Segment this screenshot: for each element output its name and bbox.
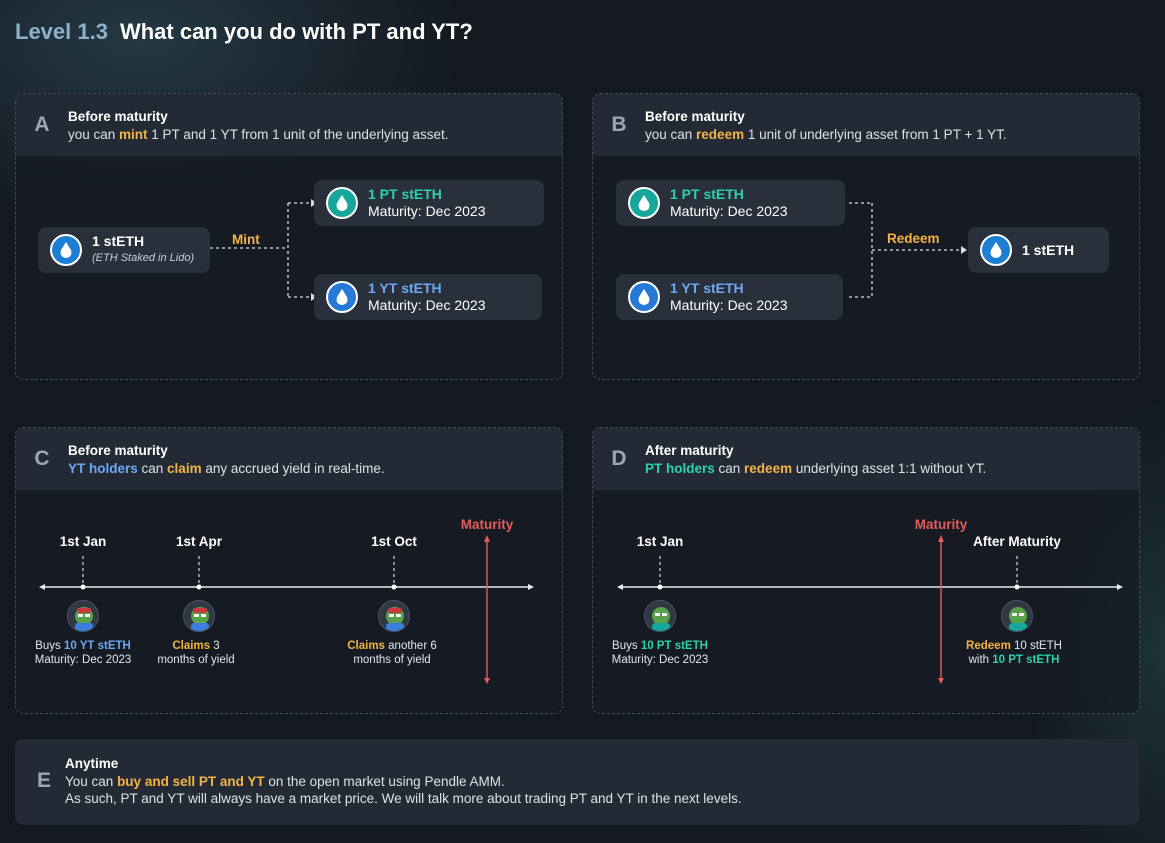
event-caption: Claims another 6 months of yield [347,640,437,666]
panel-description: You can buy and sell PT and YT on the op… [65,773,505,789]
panel-title: Before maturity [68,108,168,124]
redeem-label: Redeem [887,231,940,246]
panel-b-header: B Before maturity you can redeem 1 unit … [593,94,1139,156]
timeline-date: 1st Apr [175,534,223,549]
panel-b: B Before maturity you can redeem 1 unit … [592,93,1140,380]
pepe-avatar-icon [378,600,410,632]
steth-drop-icon [980,234,1012,266]
steth-drop-icon [50,234,82,266]
pt-steth-icon [628,187,660,219]
pepe-avatar-icon [644,600,676,632]
panel-a-header: A Before maturity you can mint 1 PT and … [16,94,562,156]
panel-letter: C [34,447,50,470]
pt-steth-icon [326,187,358,219]
panel-title: After maturity [645,442,734,458]
timeline-date: 1st Jan [59,534,107,549]
redeem-arrows [849,202,967,298]
event-caption: Buys 10 PT stETH Maturity: Dec 2023 [611,640,709,666]
panel-letter: D [611,447,627,470]
event-caption: Buys 10 YT stETH Maturity: Dec 2023 [34,640,132,666]
panel-description: you can redeem 1 unit of underlying asse… [645,126,1007,142]
event-caption: Redeem 10 stETH with 10 PT stETH [966,640,1062,666]
level-label: Level 1.3 [15,19,108,44]
panel-a: A Before maturity you can mint 1 PT and … [15,93,563,380]
timeline-date: After Maturity [973,534,1061,549]
timeline-date: 1st Jan [636,534,684,549]
title-text: What can you do with PT and YT? [119,19,473,44]
panel-title: Anytime [65,756,119,771]
panel-c-header: C Before maturity YT holders can claim a… [16,428,562,490]
panel-letter: A [34,113,50,136]
maturity-label: Maturity [460,517,514,532]
panel-description: YT holders can claim any accrued yield i… [68,460,385,476]
yt-steth-icon [326,281,358,313]
panel-description: you can mint 1 PT and 1 YT from 1 unit o… [68,126,449,142]
panel-description: PT holders can redeem underlying asset 1… [645,460,987,476]
pepe-avatar-icon [67,600,99,632]
event-caption: Claims 3 months of yield [157,640,235,666]
mint-label: Mint [232,232,260,247]
yt-steth-icon [628,281,660,313]
panel-e: E Anytime You can buy and sell PT and YT… [15,739,1139,825]
panel-note: As such, PT and YT will always have a ma… [65,791,742,806]
page-title: Level 1.3 What can you do with PT and YT… [15,19,473,45]
pepe-avatar-icon [183,600,215,632]
source-steth-node: 1 stETH(ETH Staked in Lido) [38,227,210,273]
panel-d-header: D After maturity PT holders can redeem u… [593,428,1139,490]
timeline-c [39,535,534,684]
panel-title: Before maturity [68,442,168,458]
panel-letter: E [37,769,52,792]
panel-title: Before maturity [645,108,745,124]
result-steth-node: 1 stETH [968,227,1109,273]
panel-d: D After maturity PT holders can redeem u… [592,427,1140,714]
maturity-label: Maturity [914,517,968,532]
timeline-d [617,535,1123,684]
panel-letter: B [611,113,627,136]
pepe-avatar-icon [1001,600,1033,632]
panel-c: C Before maturity YT holders can claim a… [15,427,563,714]
timeline-date: 1st Oct [371,534,417,549]
